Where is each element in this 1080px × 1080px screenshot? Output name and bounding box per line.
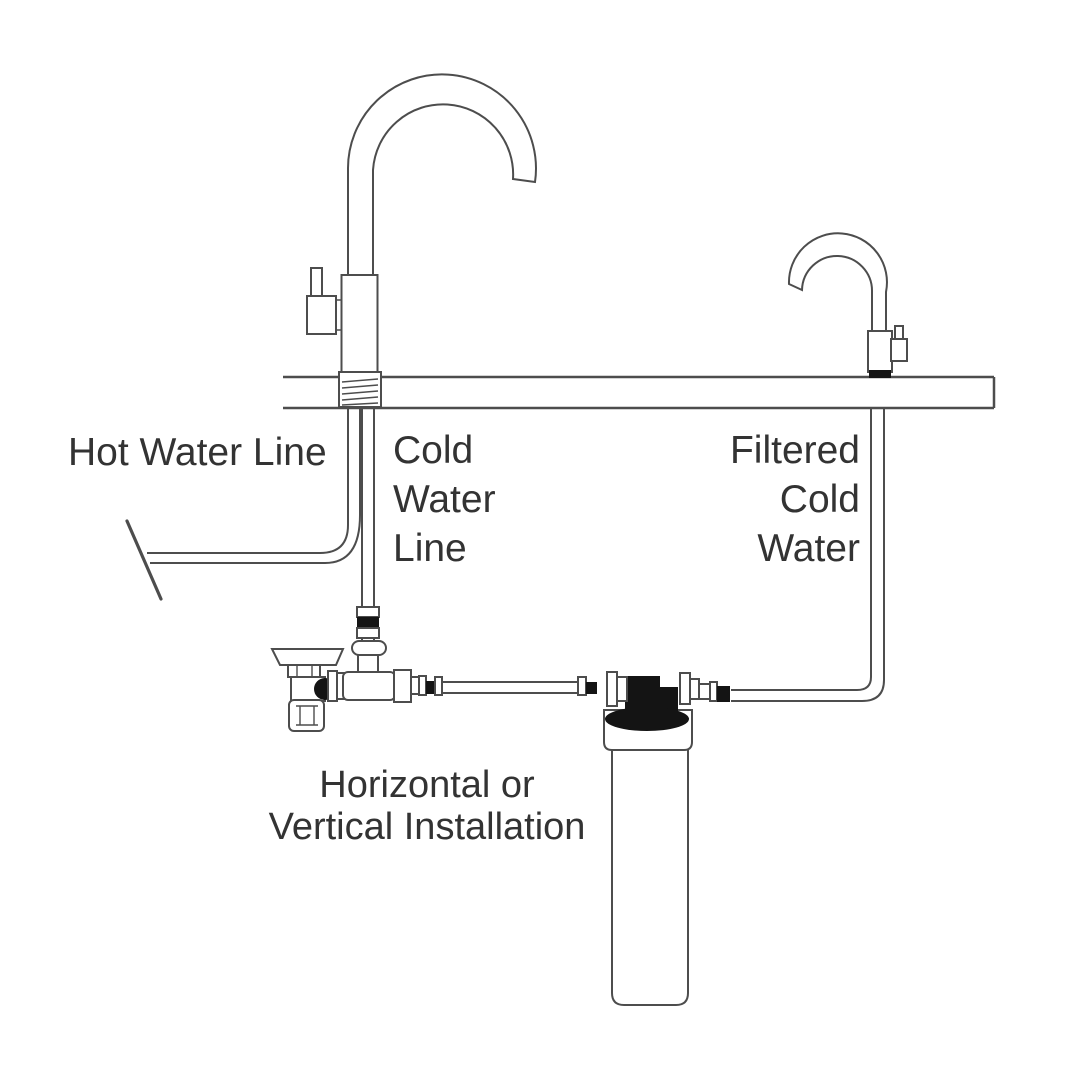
valve-handle <box>270 648 345 666</box>
filtered-cold-water-text-3: Water <box>757 527 860 570</box>
faucet-threaded-shank <box>338 371 382 408</box>
filter-outlet-flange <box>679 672 691 705</box>
filtered-cold-water-label: Filtered Cold Water <box>640 426 860 573</box>
installation-note-text-2: Vertical Installation <box>268 806 586 848</box>
filtered-cold-water-text-1: Filtered <box>729 429 860 472</box>
filter-inlet-flange <box>606 671 618 707</box>
cold-water-line-text-1: Cold <box>393 429 474 472</box>
tube-break-mark <box>125 519 163 601</box>
cold-water-line-label: Cold Water Line <box>393 426 496 573</box>
cold-water-line-text-3: Line <box>393 527 467 570</box>
hot-water-supply-tube <box>125 407 361 601</box>
filtered-faucet-base <box>869 370 891 378</box>
installation-note-text-1: Horizontal or <box>319 764 535 806</box>
hot-water-line-label: Hot Water Line <box>68 428 327 477</box>
filtered-water-tube <box>731 409 885 702</box>
faucet-body <box>340 274 379 374</box>
faucet-handle <box>310 267 323 299</box>
cold-water-line-text-2: Water <box>393 478 496 521</box>
filtered-faucet-body <box>867 330 893 373</box>
installation-note-label: Horizontal or Vertical Installation <box>215 764 639 848</box>
saddle-valve <box>270 648 346 732</box>
faucet-spout <box>346 73 537 277</box>
filtered-faucet-spout <box>787 232 888 332</box>
compression-collar <box>351 640 387 656</box>
tee-adapter <box>342 655 443 703</box>
filter-unit <box>603 671 730 1006</box>
kitchen-faucet <box>306 73 537 408</box>
compression-nut <box>393 669 412 703</box>
countertop <box>283 375 996 410</box>
tee-body <box>342 671 396 701</box>
filter-cartridge <box>611 742 689 1006</box>
valve-outlet <box>288 699 325 732</box>
inlet-tube <box>442 676 597 696</box>
filtered-cold-water-text-2: Cold <box>779 478 860 521</box>
filtered-water-faucet <box>787 232 908 378</box>
hot-water-line-text: Hot Water Line <box>68 431 327 474</box>
filter-head-cap <box>605 707 689 731</box>
cold-water-supply-tube <box>351 407 387 656</box>
